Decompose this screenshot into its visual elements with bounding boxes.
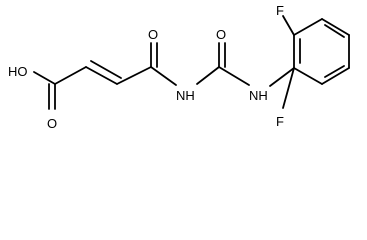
fluorine-bottom-label: F: [276, 114, 284, 129]
aniline-nh-label: NH: [249, 88, 268, 103]
bond-alkene-main: [85, 66, 118, 85]
bond-alkene-second: [90, 60, 122, 79]
ring-bond-6: [293, 67, 323, 85]
hydroxyl-label: HO: [8, 64, 28, 79]
bond-ring-to-fluorine-bottom: [282, 67, 295, 109]
bond-aniline-nh-to-ring: [269, 67, 295, 87]
imide-nh-label: NH: [176, 88, 195, 103]
chemical-structure-canvas: F F HO O O O NH NH: [8, 3, 350, 131]
ring-inner-double-3: [324, 65, 345, 78]
chemical-structure-diagram: F F HO O O O NH NH: [8, 3, 350, 131]
fluorine-top-label: F: [276, 3, 284, 18]
ring-bond-2: [293, 18, 323, 36]
ring-inner-double-2: [324, 24, 345, 38]
bond-amide-carbonyl-to-imide-nh: [150, 66, 177, 86]
bond-lines: [33, 15, 350, 110]
atom-labels: F F HO O O O NH NH: [8, 3, 284, 131]
bond-ho-carboxyl-carbon: [33, 71, 56, 85]
bond-imide-nh-to-urea-carbon: [196, 66, 220, 85]
bond-alkene-to-amide-carbonyl: [116, 66, 152, 85]
bond-urea-carbon-to-aniline-nh: [218, 66, 250, 86]
bond-carboxyl-to-alkene: [54, 66, 87, 85]
bond-ring-to-fluorine-top: [282, 15, 295, 36]
urea-carbonyl-oxygen-label: O: [216, 27, 226, 42]
ring-bond-5: [321, 67, 350, 85]
ring-bond-3: [321, 18, 350, 36]
amide-carbonyl-oxygen-label: O: [148, 27, 158, 42]
acid-carbonyl-oxygen-label: O: [47, 116, 57, 131]
